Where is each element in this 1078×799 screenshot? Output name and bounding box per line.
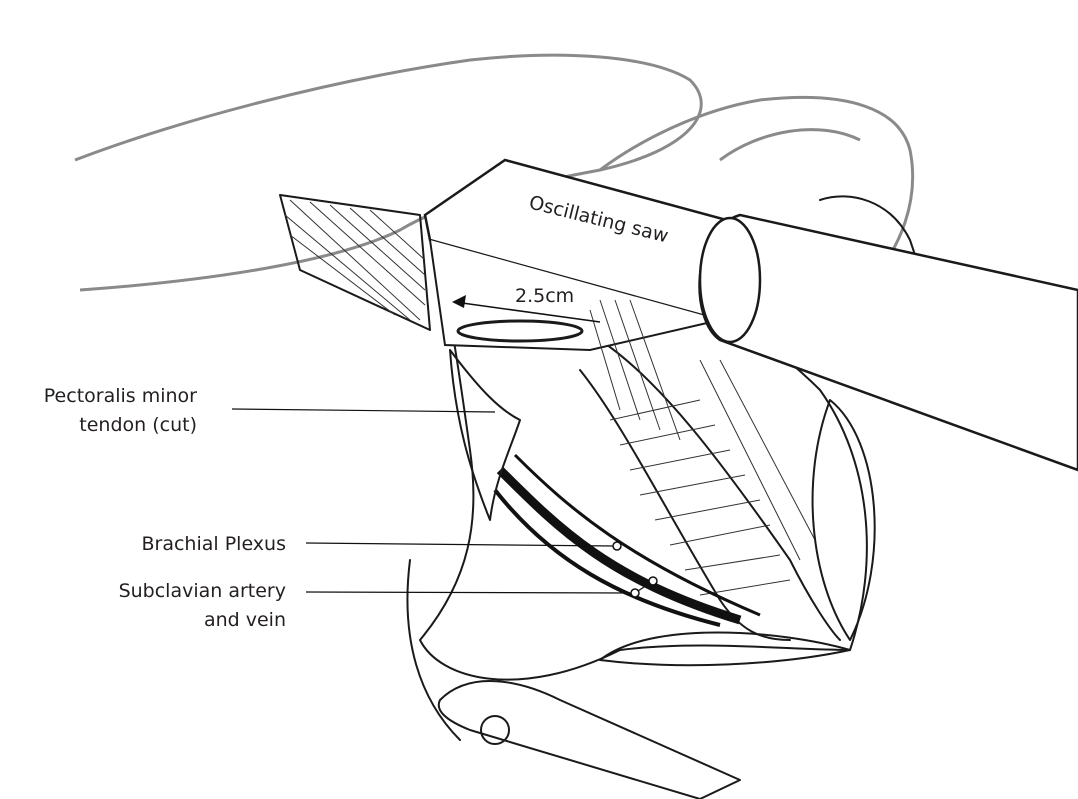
measurement-arrow (452, 295, 601, 323)
pectoralis-label-line2: tendon (cut) (79, 414, 197, 436)
retractor (406, 559, 741, 799)
wound-cavity (419, 229, 876, 681)
subclavian-label-line1: Subclavian artery (119, 580, 286, 602)
brachial-plexus-label: Brachial Plexus (142, 533, 287, 555)
clavicle-outline (74, 53, 915, 292)
deltoid-muscle (279, 194, 431, 331)
subclavian-leader-line (305, 591, 633, 594)
oscillating-saw (423, 158, 1078, 472)
brachial-leader-line (305, 542, 615, 547)
subclavian-marker (630, 588, 640, 598)
pectoralis-label-line1: Pectoralis minor (44, 385, 197, 407)
upper-retractor (819, 195, 931, 301)
brachial-marker (612, 541, 622, 551)
pectoralis-leader-line (231, 408, 496, 413)
subclavian-label-line2: and vein (204, 609, 286, 631)
subclavian-marker-2 (648, 576, 658, 586)
measurement-label: 2.5cm (515, 285, 574, 307)
